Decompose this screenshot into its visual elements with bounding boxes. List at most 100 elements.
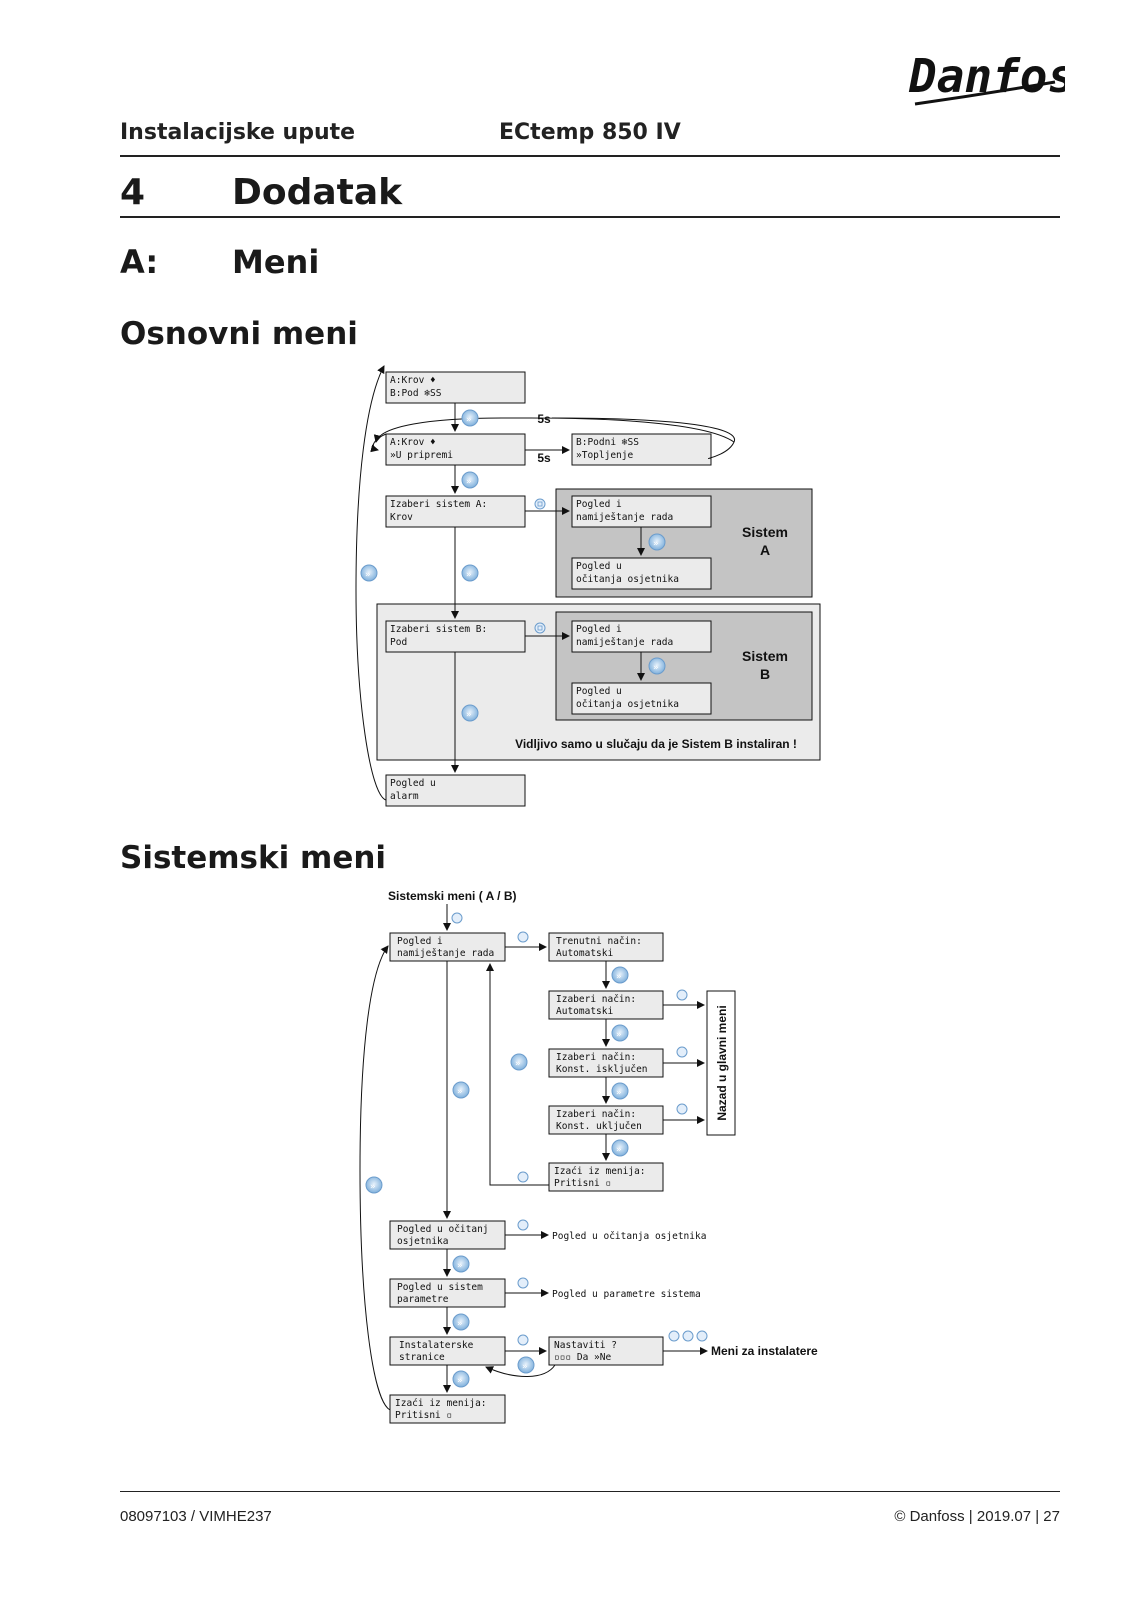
product-header: ECtemp 850 IV [499, 120, 681, 145]
lcd-krov-pod: A:Krov ♦ B:Pod ❄SS [385, 371, 526, 404]
system-b-letter: B [760, 666, 770, 682]
svg-text:Izaberi način:: Izaberi način: [556, 994, 636, 1005]
svg-text:»: » [466, 710, 471, 720]
footer-rule [120, 1491, 1060, 1492]
svg-text:Konst. isključen: Konst. isključen [556, 1064, 648, 1075]
svg-text:A:Krov ♦: A:Krov ♦ [390, 437, 436, 448]
svg-text:A:Krov ♦: A:Krov ♦ [390, 375, 436, 386]
installer-menu-label: Meni za instalatere [711, 1344, 818, 1358]
svg-text:Pogled i: Pogled i [576, 499, 622, 510]
system-b-note: Vidljivo samo u slučaju da je Sistem B i… [515, 737, 797, 751]
lcd-topljenje: B:Podni ❄SS »Topljenje [571, 433, 712, 466]
svg-text:Instalaterske: Instalaterske [399, 1340, 474, 1351]
lcd-u-pripremi: A:Krov ♦ »U pripremi [385, 433, 526, 466]
svg-text:»: » [616, 972, 621, 982]
svg-text:»: » [616, 1088, 621, 1098]
svg-text:B:Podni ❄SS: B:Podni ❄SS [576, 437, 639, 448]
next-button-icon: » » » » » » » » » » » [365, 966, 629, 1388]
copyright-page: © Danfoss | 2019.07 | 27 [894, 1508, 1060, 1525]
svg-text:»: » [616, 1145, 621, 1155]
svg-text:alarm: alarm [390, 791, 419, 802]
system-a-label: Sistem [742, 524, 788, 540]
lcd-select-auto: Izaberi način: Automatski [548, 990, 664, 1020]
lcd-select-system-a: Izaberi sistem A: Krov [385, 495, 526, 528]
svg-text:Automatski: Automatski [556, 1006, 613, 1017]
svg-text:»: » [653, 539, 658, 549]
svg-text:Pogled u očitanj: Pogled u očitanj [397, 1224, 489, 1235]
svg-text:»: » [522, 1362, 527, 1372]
svg-text:Pogled u: Pogled u [576, 686, 622, 697]
svg-text:Nazad u glavni meni: Nazad u glavni meni [715, 1005, 729, 1120]
lcd-installer: Instalaterske stranice [389, 1336, 506, 1366]
svg-text:Trenutni način:: Trenutni način: [556, 936, 642, 947]
lcd-select-system-b: Izaberi sistem B: Pod [385, 620, 526, 653]
svg-text:Pogled i: Pogled i [397, 936, 443, 947]
svg-text:stranice: stranice [399, 1352, 445, 1363]
svg-text:»: » [515, 1059, 520, 1069]
lcd-view-params: Pogled u sistem parametre [389, 1278, 506, 1308]
svg-text:»: » [466, 570, 471, 580]
svg-text:namiještanje rada: namiještanje rada [397, 948, 494, 959]
svg-text:Pogled i: Pogled i [576, 624, 622, 635]
lcd-view-mode: Pogled i namiještanje rada [389, 932, 506, 962]
lcd-adjust: Nastaviti ? ▫▫▫ Da »Ne [548, 1336, 664, 1366]
svg-text:Izaberi način:: Izaberi način: [556, 1109, 636, 1120]
svg-text:Pritisni ▫: Pritisni ▫ [554, 1178, 611, 1189]
view-sensor-label: Pogled u očitanja osjetnika [552, 1231, 706, 1242]
document-code: 08097103 / VIMHE237 [120, 1508, 272, 1525]
svg-text:»: » [457, 1376, 462, 1386]
lcd-select-off: Izaberi način: Konst. isključen [548, 1048, 664, 1078]
lcd-view-alarm: Pogled u alarm [385, 774, 526, 807]
svg-text:Pogled u: Pogled u [390, 778, 436, 789]
ok-button-icon [534, 498, 546, 634]
svg-text:»: » [466, 415, 471, 425]
section-number: 4 [120, 172, 146, 213]
lcd-exit-menu-1: Izaći iz menija: Pritisni ▫ [548, 1162, 664, 1192]
svg-text:Nastaviti ?: Nastaviti ? [554, 1340, 617, 1351]
svg-text:»: » [370, 1182, 375, 1192]
danfoss-logo: Danfoss [908, 49, 1065, 106]
svg-text:parametre: parametre [397, 1294, 449, 1305]
lcd-select-on: Izaberi način: Konst. uključen [548, 1105, 664, 1135]
section-title: Dodatak [232, 172, 403, 213]
lcd-view-sensor: Pogled u očitanj osjetnika [389, 1220, 506, 1250]
svg-text:namiještanje rada: namiještanje rada [576, 512, 673, 523]
header-rule [120, 155, 1060, 157]
svg-text:B:Pod ❄SS: B:Pod ❄SS [390, 388, 442, 399]
ok-button-icon [451, 912, 708, 1346]
svg-text:Izaći iz menija:: Izaći iz menija: [395, 1398, 487, 1409]
lcd-view-mode-a: Pogled i namiještanje rada [571, 495, 712, 528]
lcd-view-sensor-b: Pogled u očitanja osjetnika [571, 682, 712, 715]
delay-mid: 5s [537, 451, 551, 465]
subsection-label: A: [120, 243, 159, 281]
svg-text:Automatski: Automatski [556, 948, 613, 959]
svg-text:»: » [457, 1261, 462, 1271]
svg-text:Izaberi način:: Izaberi način: [556, 1052, 636, 1063]
svg-text:Izaberi sistem B:: Izaberi sistem B: [390, 624, 487, 635]
svg-text:»Topljenje: »Topljenje [576, 450, 633, 461]
svg-text:Izaberi sistem A:: Izaberi sistem A: [390, 499, 487, 510]
system-a-letter: A [760, 542, 770, 558]
lcd-exit-menu-2: Izaći iz menija: Pritisni ▫ [389, 1394, 506, 1424]
next-button-icon: » » » » » » » [360, 409, 666, 722]
svg-text:Pogled u sistem: Pogled u sistem [397, 1282, 483, 1293]
svg-text:»: » [466, 477, 471, 487]
svg-text:Konst. uključen: Konst. uključen [556, 1121, 642, 1132]
svg-text:Krov: Krov [390, 512, 413, 523]
doc-type-header: Instalacijske upute [120, 120, 356, 145]
svg-text:»: » [616, 1030, 621, 1040]
system-menu-title: Sistemski meni ( A / B) [388, 889, 516, 903]
back-to-main-box: Nazad u glavni meni [706, 990, 736, 1136]
lcd-current-mode: Trenutni način: Automatski [548, 932, 664, 962]
svg-text:»: » [653, 663, 658, 673]
delay-top: 5s [537, 412, 551, 426]
svg-text:očitanja osjetnika: očitanja osjetnika [576, 699, 679, 710]
svg-text:Pritisni ▫: Pritisni ▫ [395, 1410, 452, 1421]
system-menu-heading: Sistemski meni [120, 840, 387, 876]
svg-text:»: » [457, 1319, 462, 1329]
system-b-label: Sistem [742, 648, 788, 664]
system-menu-diagram: Sistemski meni ( A / B) Pogled i namiješ… [359, 889, 818, 1424]
svg-text:»U pripremi: »U pripremi [390, 450, 453, 461]
svg-text:osjetnika: osjetnika [397, 1236, 448, 1247]
svg-text:namiještanje rada: namiještanje rada [576, 637, 673, 648]
